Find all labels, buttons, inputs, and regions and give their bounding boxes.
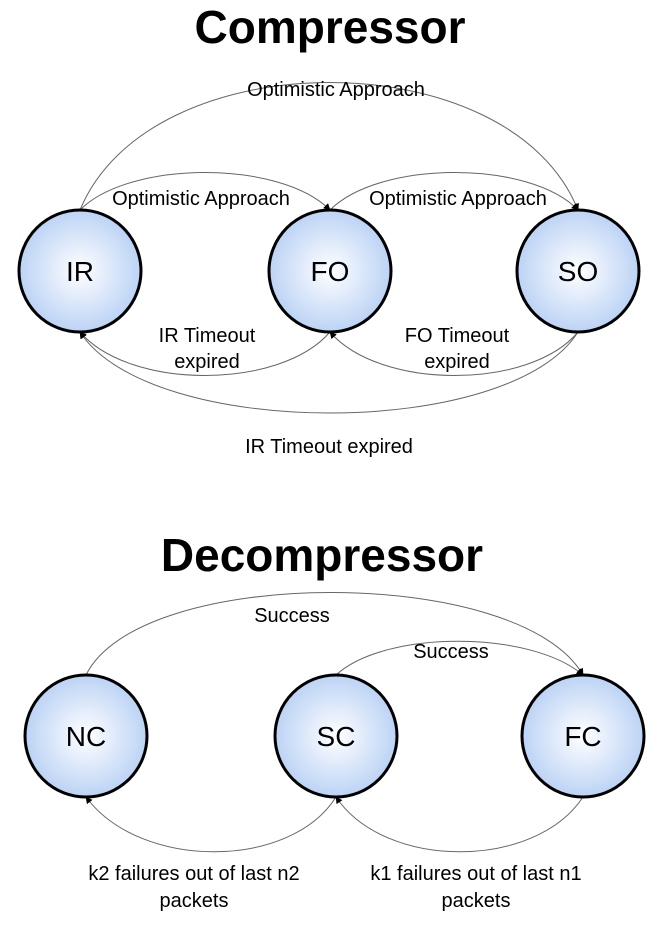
- state-fo: FO: [267, 208, 393, 334]
- state-nc-label: NC: [66, 721, 106, 752]
- label-nc-to-fc: Success: [254, 605, 330, 627]
- label-sc-to-fc: Success: [413, 641, 489, 663]
- state-so-label: SO: [558, 256, 598, 287]
- label-sc-to-nc-line2: packets: [160, 890, 229, 912]
- state-sc-circle: [273, 673, 399, 799]
- state-so-circle: [515, 208, 641, 334]
- label-sc-to-nc-line1: k2 failures out of last n2: [88, 863, 299, 885]
- decompressor-title: Decompressor: [161, 529, 483, 581]
- label-so-to-ir: IR Timeout expired: [245, 436, 413, 458]
- edge-fc-to-sc: [335, 796, 584, 853]
- edge-fo-to-so: [329, 172, 579, 211]
- edge-fo-to-ir: [79, 331, 331, 376]
- state-nc-circle: [23, 673, 149, 799]
- label-ir-to-so: Optimistic Approach: [247, 79, 425, 101]
- label-fc-to-sc-line2: packets: [442, 890, 511, 912]
- state-nc: NC: [23, 673, 149, 799]
- state-fc: FC: [520, 673, 646, 799]
- edge-nc-to-fc: [85, 592, 584, 676]
- edge-so-to-ir: [79, 331, 579, 414]
- state-fc-label: FC: [564, 721, 601, 752]
- label-so-to-fo-line1: FO Timeout: [405, 325, 510, 347]
- label-fc-to-sc-line1: k1 failures out of last n1: [370, 863, 581, 885]
- state-ir-label: IR: [66, 256, 94, 287]
- state-fo-circle: [267, 208, 393, 334]
- edge-sc-to-nc: [85, 796, 337, 853]
- state-fo-label: FO: [311, 256, 350, 287]
- label-ir-to-fo: Optimistic Approach: [112, 188, 290, 210]
- label-so-to-fo-line2: expired: [424, 351, 490, 373]
- compressor-title: Compressor: [195, 1, 466, 53]
- state-ir: IR: [17, 208, 143, 334]
- edge-sc-to-fc: [335, 640, 584, 676]
- label-fo-to-ir-line2: expired: [174, 351, 240, 373]
- state-so: SO: [515, 208, 641, 334]
- state-sc-label: SC: [317, 721, 356, 752]
- label-fo-to-ir-line1: IR Timeout: [159, 325, 256, 347]
- state-sc: SC: [273, 673, 399, 799]
- edge-ir-to-fo: [79, 172, 331, 211]
- edge-so-to-fo: [329, 331, 579, 376]
- edge-ir-to-so: [79, 82, 579, 211]
- state-fc-circle: [520, 673, 646, 799]
- state-ir-circle: [17, 208, 143, 334]
- label-fo-to-so: Optimistic Approach: [369, 188, 547, 210]
